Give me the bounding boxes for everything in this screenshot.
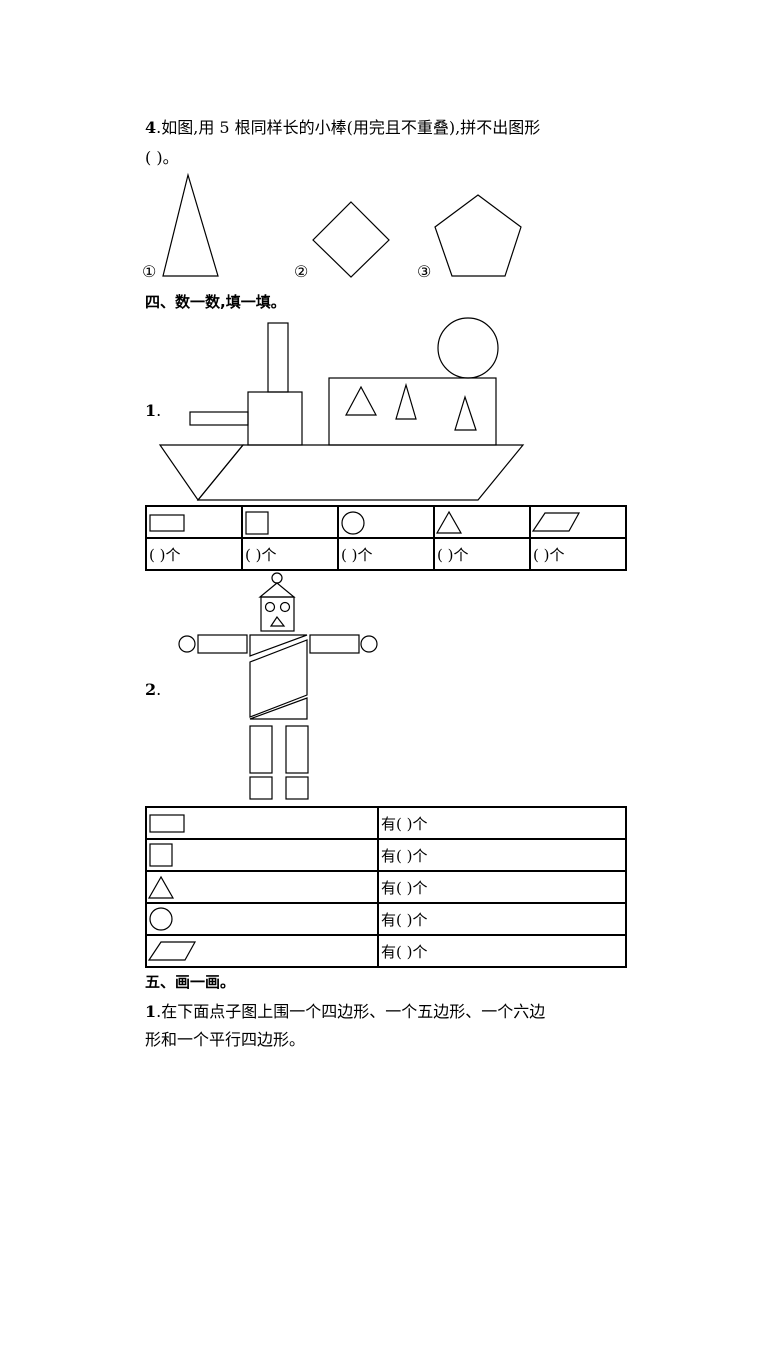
- table1-triangle-cell: [433, 505, 531, 539]
- section5-item1-line1: 1.在下面点子图上围一个四边形、一个五边形、一个六边: [145, 1002, 545, 1022]
- body-parallelogram: [249, 639, 308, 718]
- option-1-label: ①: [142, 262, 157, 281]
- q4-figures: [162, 172, 522, 278]
- square-icon: [245, 511, 269, 535]
- table1-parallelogram-cell: [529, 505, 627, 539]
- triangle-icon: [147, 875, 175, 899]
- mouth-triangle: [269, 615, 286, 627]
- right-foot-square: [285, 776, 309, 800]
- table2-shape-square: [145, 838, 379, 872]
- item2-dot: .: [156, 680, 162, 699]
- left-leg-rect: [249, 725, 273, 774]
- table2-shape-rectangle: [145, 806, 379, 840]
- table2-row-parallelogram: 有( )个: [145, 934, 627, 968]
- item1-label: 1.: [145, 401, 161, 421]
- table1-circle-cell: [337, 505, 435, 539]
- table2-row-triangle: 有( )个: [145, 870, 627, 904]
- ship-count-table: ( )个 ( )个 ( )个 ( )个 ( )个: [145, 505, 627, 571]
- table2-row-circle: 有( )个: [145, 902, 627, 936]
- cargo-triangle-1: [344, 385, 378, 416]
- circle-icon: [341, 511, 365, 535]
- table2-shape-parallelogram: [145, 934, 379, 968]
- option-3-label: ③: [417, 262, 432, 281]
- table2-shape-circle: [145, 902, 379, 936]
- waist-triangle: [249, 697, 308, 720]
- table2-count-rectangle: 有( )个: [377, 806, 627, 840]
- table1-count-parallelogram: ( )个: [529, 537, 627, 571]
- section5-item1-text: .在下面点子图上围一个四边形、一个五边形、一个六边: [156, 1002, 546, 1021]
- right-arm-rect: [309, 634, 360, 654]
- table2-row-square: 有( )个: [145, 838, 627, 872]
- table2-row-rectangle: 有( )个: [145, 806, 627, 840]
- cargo-triangle-2: [395, 382, 417, 420]
- robot-count-table: 有( )个 有( )个 有( )个 有( )个 有( )个: [145, 806, 627, 968]
- table1-count-triangle: ( )个: [433, 537, 531, 571]
- q4-answer-blank: ( )。: [145, 148, 179, 167]
- antenna-circle: [271, 572, 283, 584]
- square-icon: [149, 843, 173, 867]
- option-2-label: ②: [294, 262, 309, 281]
- section5-heading: 五、画一画。: [145, 973, 236, 991]
- right-hand-circle: [360, 635, 378, 653]
- section5-item1-number: 1: [145, 1002, 157, 1021]
- left-eye-circle: [264, 601, 276, 613]
- robot-figure: [178, 572, 378, 800]
- table2-count-circle: 有( )个: [377, 902, 627, 936]
- diamond-shape: [312, 201, 390, 278]
- section4-heading: 四、数一数,填一填。: [145, 293, 286, 311]
- table1-square-cell: [241, 505, 339, 539]
- table2-count-triangle: 有( )个: [377, 870, 627, 904]
- table1-shape-row: [145, 505, 627, 539]
- table1-count-rectangle: ( )个: [145, 537, 243, 571]
- q4-line1: 4.如图,用 5 根同样长的小棒(用完且不重叠),拼不出图形: [145, 118, 540, 138]
- table2-count-square: 有( )个: [377, 838, 627, 872]
- table1-rectangle-cell: [145, 505, 243, 539]
- head-square: [260, 596, 295, 632]
- hull-parallelogram: [196, 444, 525, 501]
- table2-shape-triangle: [145, 870, 379, 904]
- table1-count-row: ( )个 ( )个 ( )个 ( )个 ( )个: [145, 537, 627, 571]
- triangle-icon: [435, 510, 463, 534]
- q4-question-text: .如图,用 5 根同样长的小棒(用完且不重叠),拼不出图形: [156, 118, 541, 137]
- circle-icon: [149, 907, 173, 931]
- left-arm-rect: [197, 634, 248, 654]
- left-foot-square: [249, 776, 273, 800]
- tall-triangle-shape: [162, 172, 219, 277]
- right-leg-rect: [285, 725, 309, 774]
- gun-rect: [189, 411, 249, 426]
- section5-item1-line2: 形和一个平行四边形。: [145, 1030, 306, 1049]
- item2-number: 2: [145, 680, 157, 699]
- table1-count-square: ( )个: [241, 537, 339, 571]
- sun-circle: [437, 317, 499, 379]
- parallelogram-icon: [531, 512, 581, 532]
- hat-triangle: [258, 582, 296, 598]
- right-eye-circle: [279, 601, 291, 613]
- q4-number: 4: [145, 118, 157, 137]
- cargo-triangle-3: [454, 395, 477, 431]
- item1-number: 1: [145, 401, 157, 420]
- item2-label: 2.: [145, 680, 161, 700]
- rectangle-icon: [149, 814, 185, 833]
- pentagon-shape: [434, 194, 522, 277]
- table2-count-parallelogram: 有( )个: [377, 934, 627, 968]
- left-hand-circle: [178, 635, 196, 653]
- ship-figure: [158, 317, 525, 501]
- rectangle-icon: [149, 514, 185, 532]
- item1-dot: .: [156, 401, 162, 420]
- parallelogram-icon: [147, 941, 197, 961]
- chest-triangle: [249, 634, 308, 657]
- table1-count-circle: ( )个: [337, 537, 435, 571]
